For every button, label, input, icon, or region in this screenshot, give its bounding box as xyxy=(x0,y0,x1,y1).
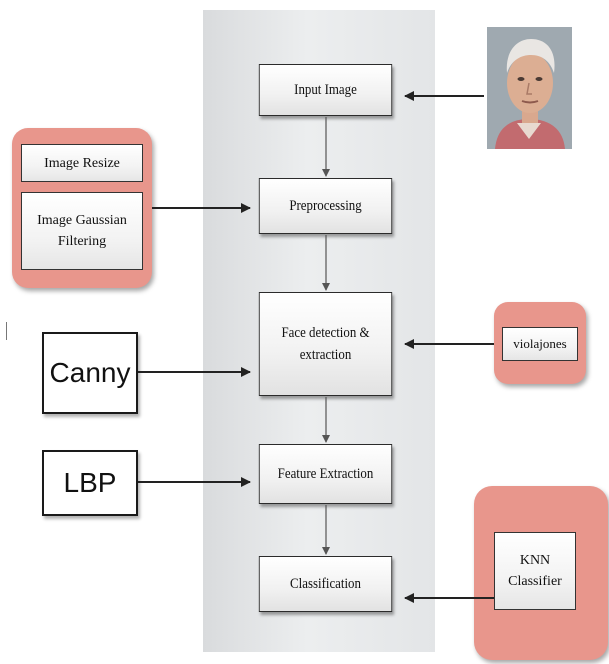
face-photo xyxy=(487,27,572,149)
lbp-label: LBP xyxy=(63,467,117,498)
knn-group: KNN Classifier xyxy=(474,486,608,660)
face-illustration xyxy=(487,27,572,149)
input-image-label: Input Image xyxy=(294,81,357,98)
edge-mark xyxy=(6,322,7,340)
gaussian-filter-line-1: Image Gaussian xyxy=(37,213,127,228)
violajones-box: violajones xyxy=(502,327,578,361)
image-resize-box: Image Resize xyxy=(21,144,143,182)
preprocessing-steps-group: Image Resize Image Gaussian Filtering xyxy=(12,128,152,288)
gaussian-filter-label: Image Gaussian Filtering xyxy=(37,210,127,252)
canny-label: Canny xyxy=(49,357,131,388)
feature-extraction-box: Feature Extraction xyxy=(258,444,393,504)
knn-line-2: Classifier xyxy=(508,574,562,589)
gaussian-filter-box: Image Gaussian Filtering xyxy=(21,192,143,270)
face-detection-line-1: Face detection & xyxy=(281,324,370,341)
gaussian-filter-line-2: Filtering xyxy=(57,234,107,249)
lbp-box: LBP xyxy=(42,450,138,516)
knn-line-1: KNN xyxy=(519,553,551,568)
classification-box: Classification xyxy=(258,556,393,612)
knn-label: KNN Classifier xyxy=(508,550,562,592)
classification-label: Classification xyxy=(290,575,361,592)
violajones-label: violajones xyxy=(513,336,567,352)
preprocessing-label: Preprocessing xyxy=(289,197,362,214)
face-detection-line-2: extraction xyxy=(299,347,352,363)
input-image-box: Input Image xyxy=(258,64,393,116)
image-resize-label: Image Resize xyxy=(44,155,120,171)
knn-box: KNN Classifier xyxy=(494,532,576,610)
violajones-group: violajones xyxy=(494,302,586,384)
face-detection-label: Face detection & extraction xyxy=(281,322,369,367)
face-detection-box: Face detection & extraction xyxy=(258,292,393,396)
feature-extraction-label: Feature Extraction xyxy=(277,465,374,482)
canny-box: Canny xyxy=(42,332,138,414)
preprocessing-box: Preprocessing xyxy=(258,178,393,234)
